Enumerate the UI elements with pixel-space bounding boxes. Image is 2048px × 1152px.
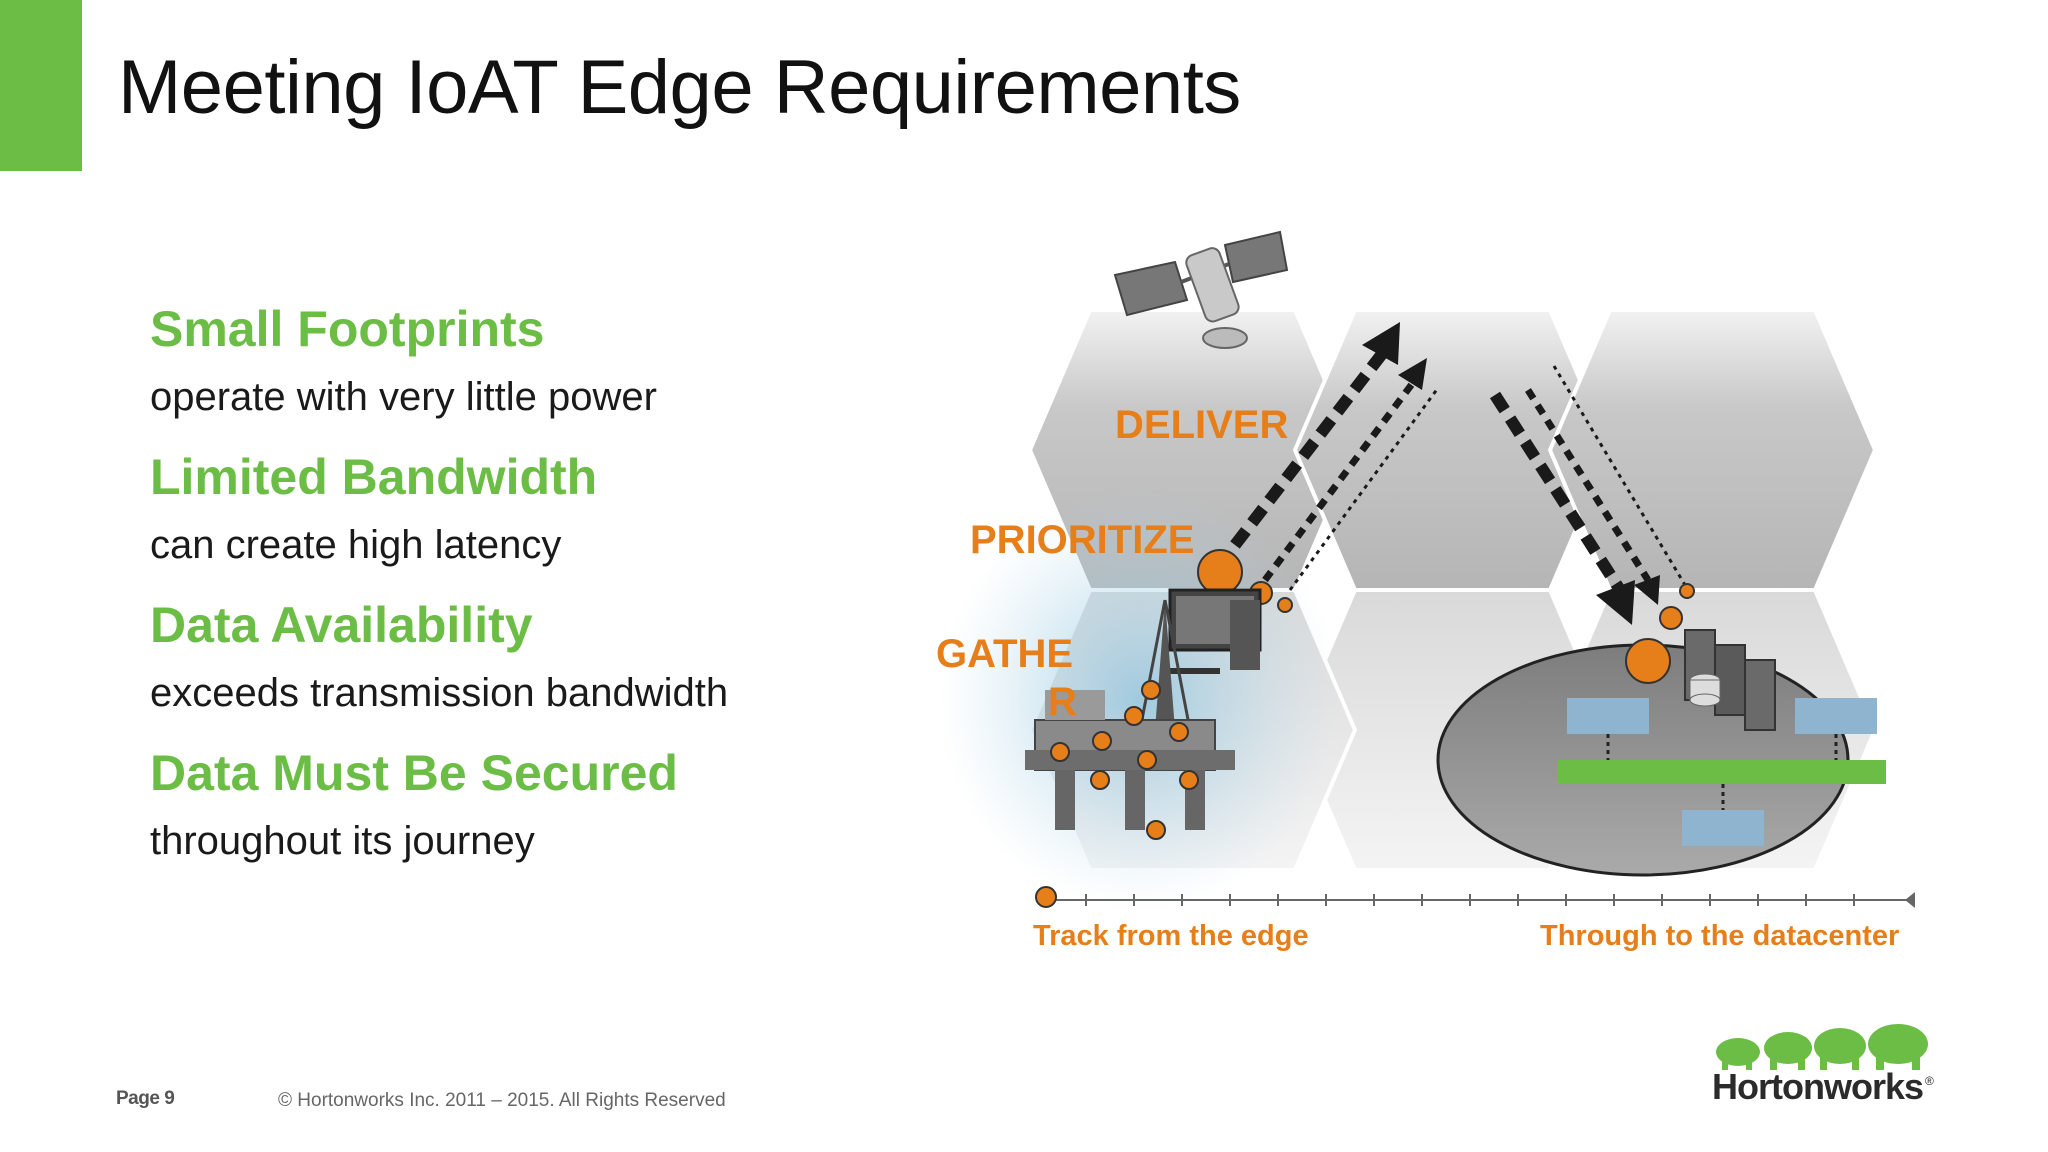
page-number: Page 9: [116, 1088, 175, 1109]
edge-to-datacenter-diagram: DELIVER PRIORITIZE GATHE R Track from th…: [930, 200, 1950, 980]
rig-sensor-points: [1050, 680, 1199, 840]
requirement-description: exceeds transmission bandwidth: [150, 671, 729, 715]
timeline-marker: [1035, 886, 1057, 908]
gather-label-line1: GATHE: [936, 632, 1074, 676]
requirement-item: Small Footprints operate with very littl…: [150, 300, 850, 422]
requirement-description: operate with very little power: [150, 375, 657, 419]
satellite-icon: [1113, 230, 1289, 349]
datacenter-bus: [1558, 760, 1886, 784]
requirement-item: Data Availability exceeds transmission b…: [150, 596, 850, 718]
computer-icon: [1160, 588, 1262, 674]
requirement-heading: Data Availability: [150, 597, 533, 653]
requirement-heading: Small Footprints: [150, 301, 545, 357]
requirement-description: throughout its journey: [150, 819, 535, 863]
requirement-item: Limited Bandwidth can create high latenc…: [150, 448, 850, 570]
copyright-notice: © Hortonworks Inc. 2011 – 2015. All Righ…: [278, 1090, 726, 1111]
downlink-arrows: [1489, 365, 1687, 625]
uplink-arrows: [1230, 322, 1440, 591]
diagram-graphic: [940, 230, 1915, 910]
prioritize-label: PRIORITIZE: [970, 518, 1195, 562]
timeline-end-label: Through to the datacenter: [1540, 920, 1900, 952]
registered-mark: ®: [1925, 1074, 1934, 1088]
timeline: [1035, 886, 1915, 908]
title-accent-bar: [0, 0, 82, 171]
requirement-description: can create high latency: [150, 523, 562, 567]
slide-title: Meeting IoAT Edge Requirements: [118, 45, 1241, 130]
hortonworks-logo-text: Hortonworks: [1712, 1066, 1924, 1107]
deliver-label: DELIVER: [1115, 403, 1289, 447]
datacenter-data-packets: [1625, 583, 1695, 684]
requirement-item: Data Must Be Secured throughout its jour…: [150, 744, 850, 866]
datacenter-node: [1795, 698, 1877, 734]
database-icon: [1689, 673, 1721, 707]
requirements-list: Small Footprints operate with very littl…: [150, 300, 850, 892]
requirement-heading: Data Must Be Secured: [150, 745, 678, 801]
gather-label-line2: R: [1048, 680, 1077, 724]
timeline-start-label: Track from the edge: [1033, 920, 1309, 952]
datacenter-node: [1567, 698, 1649, 734]
requirement-heading: Limited Bandwidth: [150, 449, 598, 505]
hortonworks-elephants-icon: [1716, 1024, 1928, 1070]
datacenter-node: [1682, 810, 1764, 846]
